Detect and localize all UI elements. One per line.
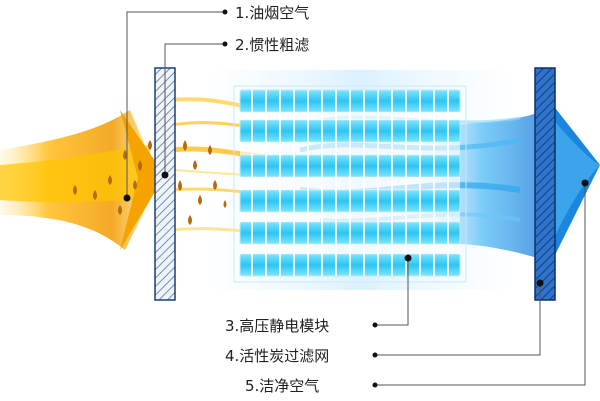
label-hv-electrostatic-module: 3.高压静电模块: [225, 317, 330, 335]
leader-dots: [123, 171, 589, 287]
dirty-arrow-head: [120, 110, 165, 250]
label-activated-carbon-filter: 4.活性炭过滤网: [225, 347, 330, 365]
filter-module: [233, 85, 467, 283]
label-inertial-coarse-filter: 2.惯性粗滤: [235, 36, 310, 54]
label-oil-smoke-air: 1.油烟空气: [235, 4, 310, 22]
leader-lines: [126, 11, 586, 386]
carbon-filter-panel: [534, 67, 556, 301]
label-clean-air: 5.洁净空气: [245, 377, 320, 395]
